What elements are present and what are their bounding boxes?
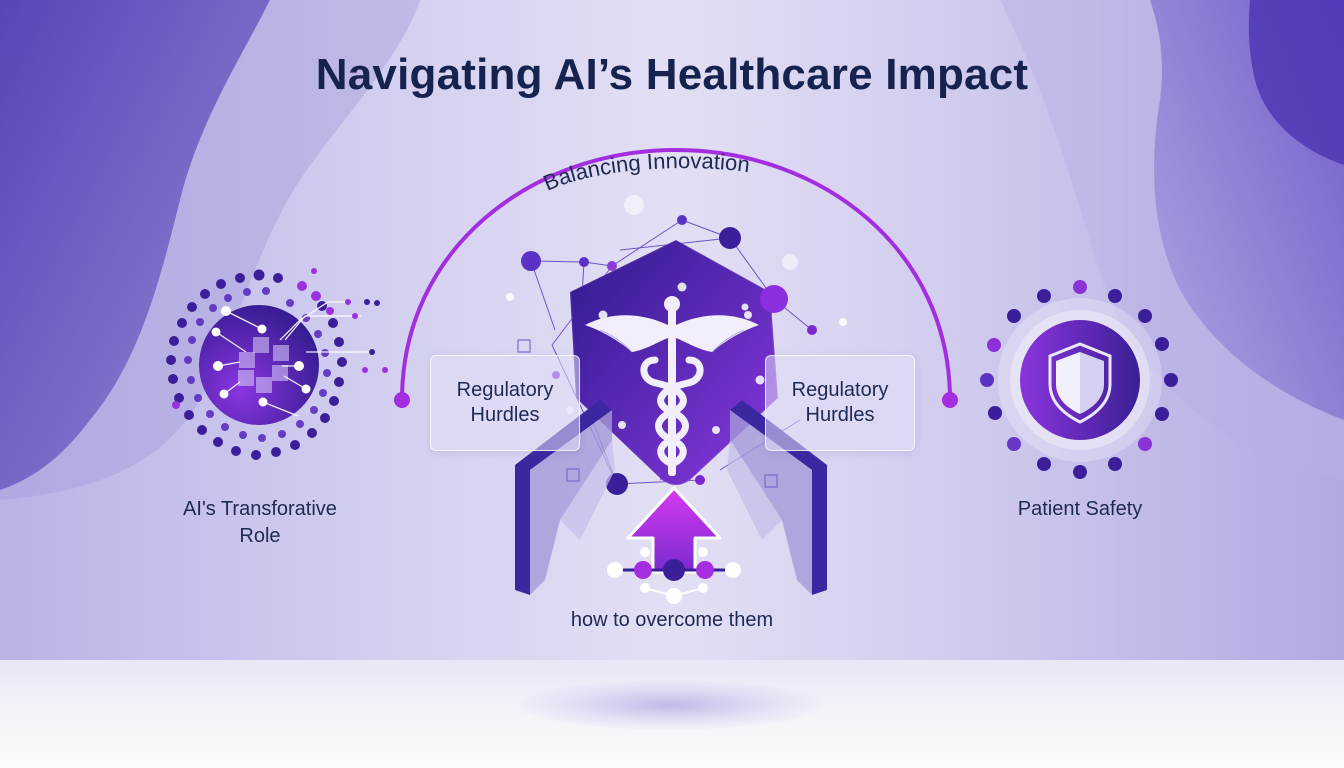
floor-shadow [520,680,820,730]
shield-icon [980,280,1178,479]
arc-label: Balancing Innovation [540,148,752,196]
right-node-label: Patient Safety [1017,498,1143,520]
up-arrow-icon [607,486,741,604]
caduceus-icon [585,296,759,476]
page-title: Navigating AI’s Healthcare Impact [315,50,1029,99]
background-shapes: Balancing Innovation [0,0,1344,604]
ai-chip-circuit-icon [166,268,388,460]
center-caption: how to overcome them [570,609,774,631]
infographic-canvas: Balancing Innovation [0,0,1344,660]
